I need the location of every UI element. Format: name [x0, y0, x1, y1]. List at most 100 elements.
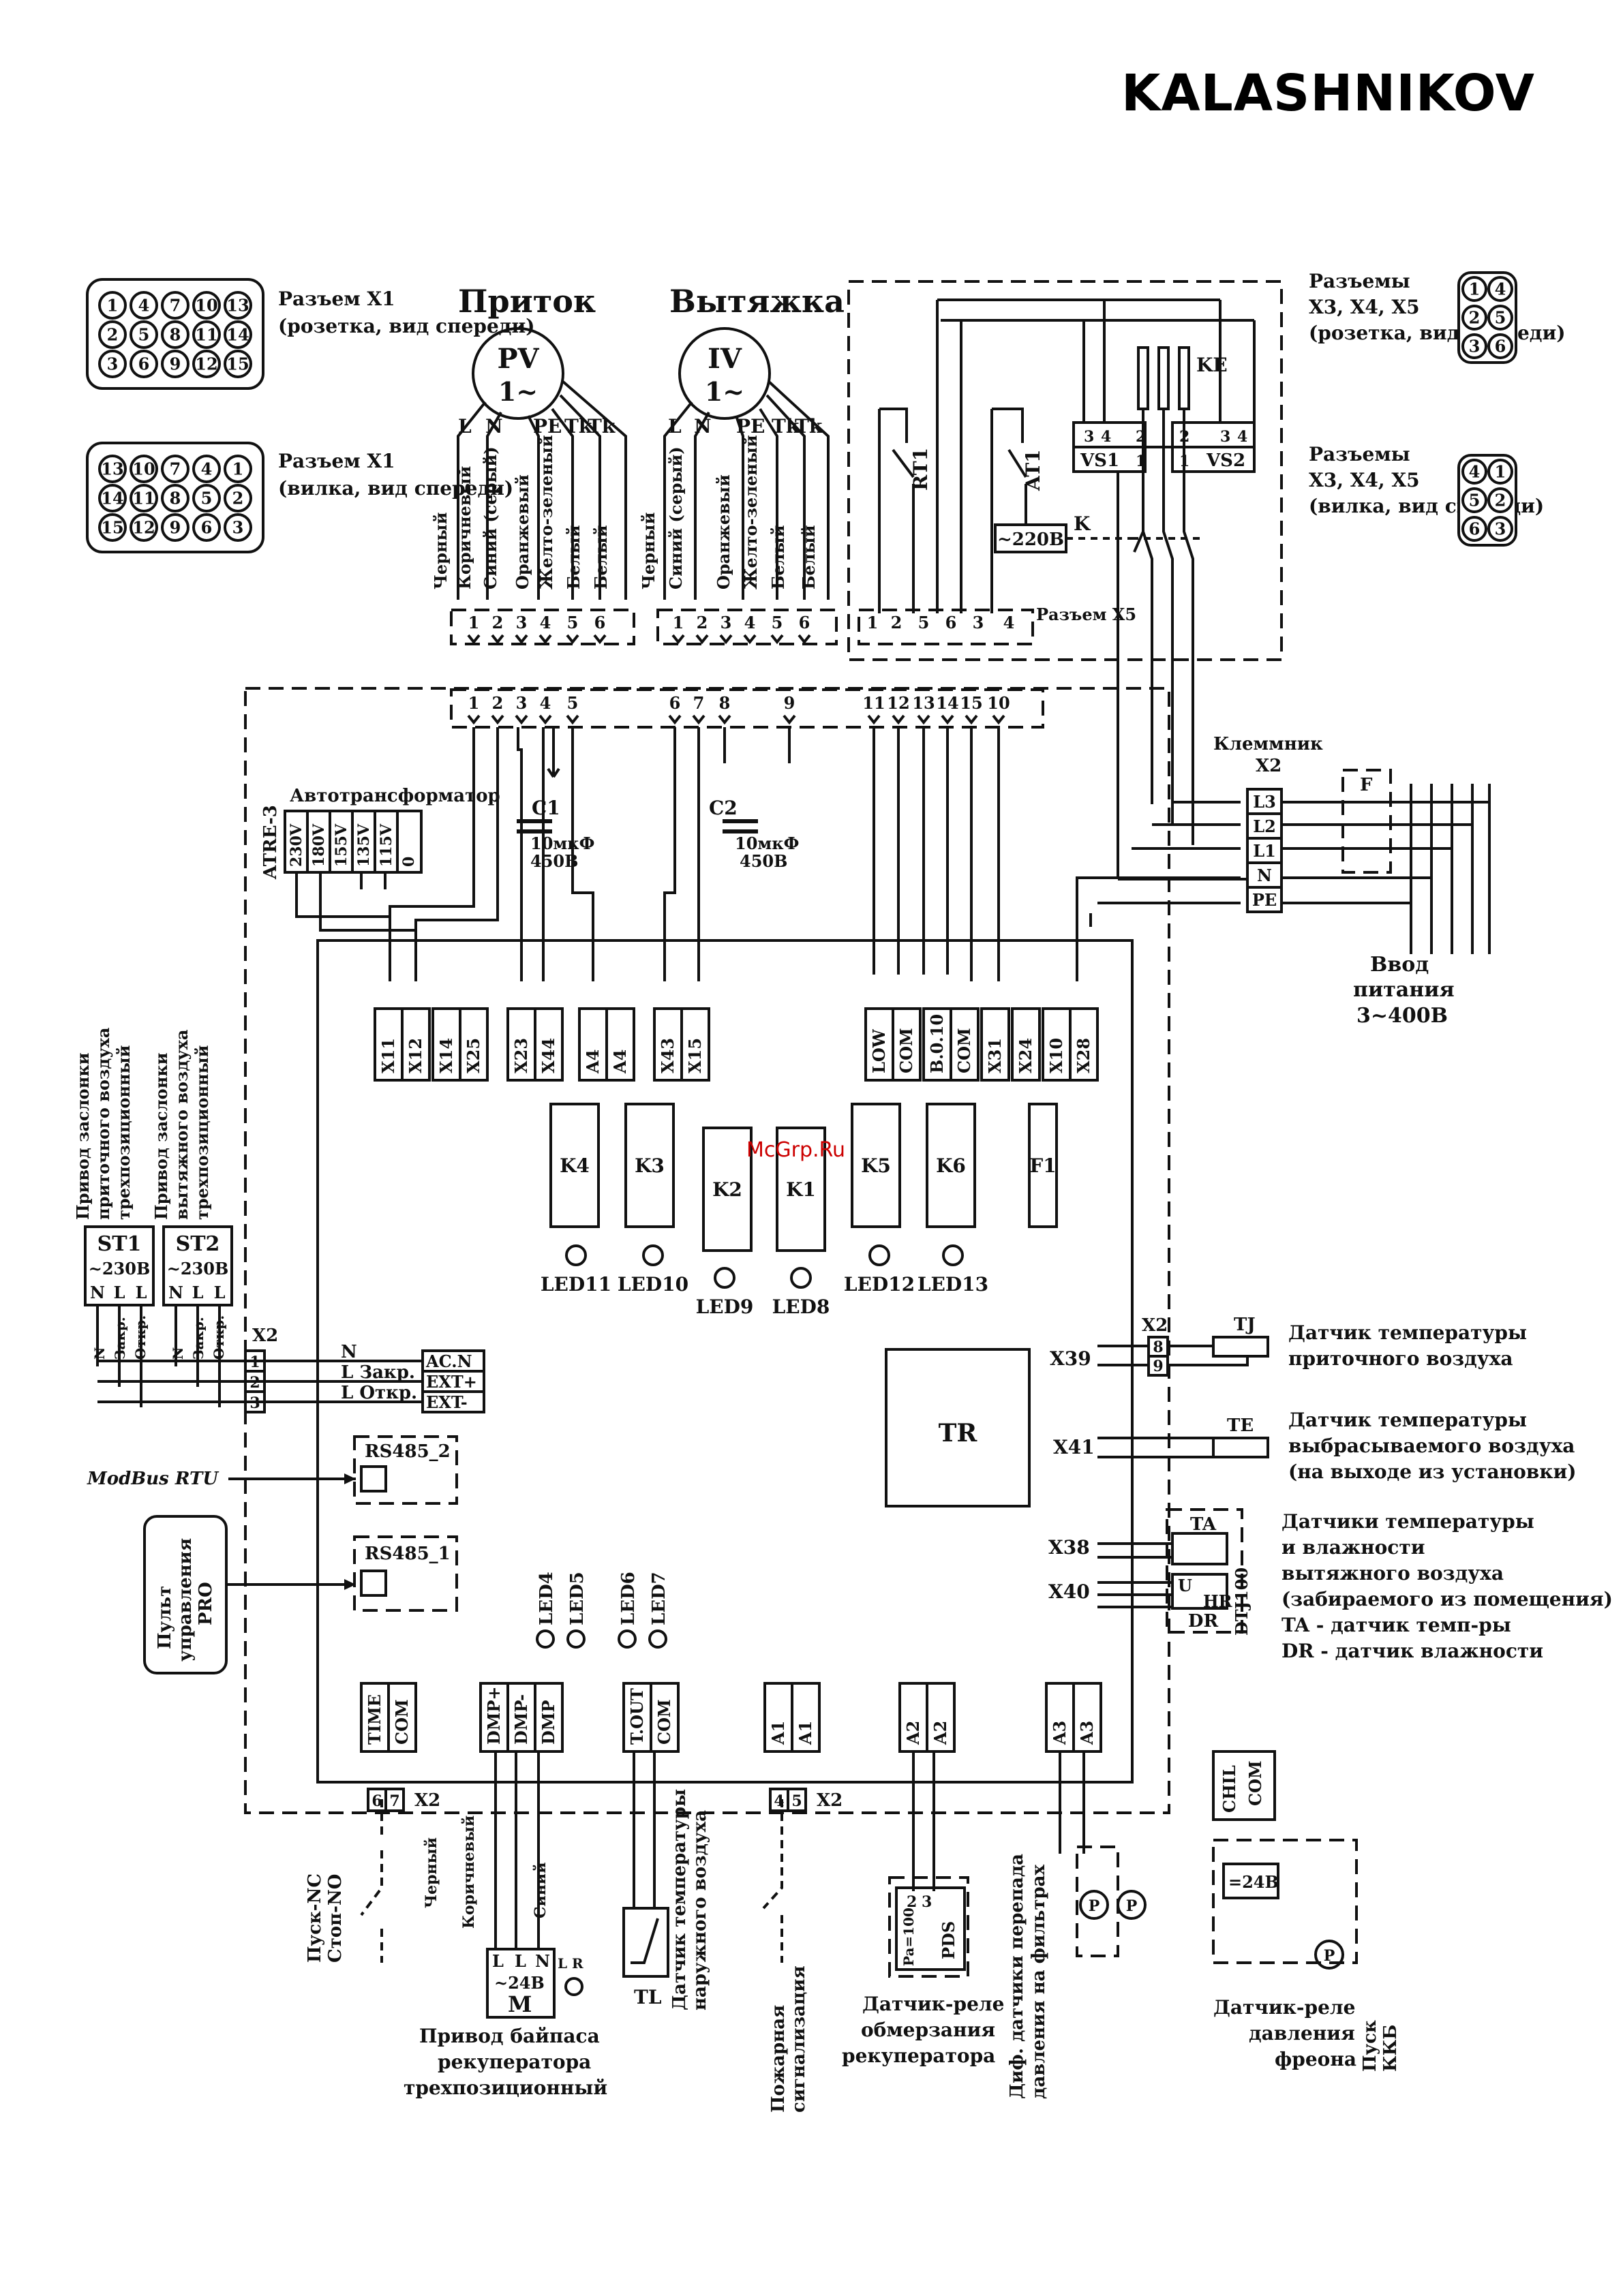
u-label: U — [1178, 1576, 1192, 1595]
bypass-actuator: Черный Коричневый Синий L L N ~24В M L R… — [404, 1751, 607, 2099]
board-bottom-cell — [898, 1682, 928, 1753]
fan-exhaust-terminal: N — [694, 415, 712, 438]
vs1-pin4: 4 — [1101, 428, 1111, 446]
filter-p2: P — [1126, 1897, 1138, 1915]
main-connector-pin: 13 — [912, 693, 935, 713]
board-terminal-label: X12 — [406, 1038, 425, 1073]
bypass-pin-1: L — [492, 1951, 504, 1971]
outdoor-sensor-desc-2: наружного воздуха — [690, 1810, 710, 2010]
terminal-block-title: Клеммник — [1213, 734, 1323, 754]
x345-plug-pin-circle — [1461, 516, 1487, 542]
c2-voltage: 450В — [740, 851, 787, 871]
x345-socket-pin-circle — [1461, 305, 1487, 331]
board-terminal-label: X25 — [464, 1038, 483, 1073]
x1-socket-pin: 9 — [170, 354, 181, 374]
board-bottom-cell — [763, 1682, 793, 1753]
x1-socket-pin-circle — [161, 350, 189, 378]
x5-label: Разъем X5 — [1036, 604, 1136, 624]
x1-plug-pin: 5 — [201, 489, 213, 508]
x1-socket-pin: 6 — [138, 354, 150, 374]
x2-bottom-pin: 6 — [371, 1792, 382, 1810]
relay-enclosure — [847, 280, 1283, 661]
dtj-desc: (забираемого из помещения) — [1281, 1588, 1613, 1610]
board-terminal-label: X23 — [511, 1038, 531, 1073]
bypass-desc-3: трехпозиционный — [404, 2077, 607, 2099]
fan-connector-pin: 3 — [721, 613, 732, 632]
x1-plug-pin-circle — [161, 513, 189, 542]
led-label: LED9 — [696, 1296, 754, 1318]
relay-label: F1 — [1029, 1154, 1056, 1177]
x345-socket-pin: 1 — [1469, 279, 1481, 299]
damper-voltage: ~230В — [167, 1259, 229, 1279]
chiller-start-1: Пуск — [1360, 2020, 1380, 2072]
terminal-block-cell — [1246, 861, 1283, 889]
x5-pin: 4 — [1003, 613, 1015, 632]
x345-plug-pin-circle — [1461, 459, 1487, 485]
x1-plug-pin: 7 — [170, 459, 181, 479]
fan-supply-motor: PV — [497, 343, 539, 375]
board-bottom-cell — [506, 1682, 536, 1753]
bypass-pin-2: L — [515, 1951, 526, 1971]
x2-bottom-pin: 5 — [791, 1792, 802, 1810]
fan-connector-pin: 2 — [697, 613, 708, 632]
board-terminal-label: X11 — [378, 1038, 398, 1073]
fan-connector-pin: 3 — [516, 613, 528, 632]
tj-wire — [1097, 1345, 1249, 1366]
vs2-pin4: 4 — [1237, 428, 1247, 446]
dtj-desc: TA - датчик темп-ры — [1281, 1614, 1511, 1636]
tj-desc: Датчик температуры — [1288, 1321, 1527, 1344]
fan-exhaust-wire-color: Белый — [768, 525, 788, 590]
autotransformer-title: Автотрансформатор — [290, 786, 500, 806]
board-terminal-cell — [892, 1007, 922, 1082]
x2-right-name: X2 — [1142, 1315, 1168, 1336]
brand-logo: KALASHNIKOV — [1121, 64, 1535, 123]
fan-connector-pin: 2 — [492, 613, 504, 632]
x345-socket-pin-circle — [1487, 333, 1513, 359]
board-terminal-cell — [1069, 1007, 1099, 1082]
board-terminal-label: X44 — [539, 1038, 558, 1073]
x1-plug-pin-circle — [224, 484, 252, 512]
x1-socket-pin-circle — [224, 350, 252, 378]
x1-plug-pin: 1 — [232, 459, 244, 479]
dtj-desc: DR - датчик влажности — [1281, 1640, 1543, 1662]
board-ext-label: AC.N — [425, 1351, 472, 1371]
x2-left-name: X2 — [252, 1326, 278, 1346]
main-connector-pin: 12 — [887, 693, 909, 713]
board-bottom-cell — [622, 1682, 652, 1753]
x345-plug-title: Разъемы — [1309, 443, 1410, 465]
te-desc: (на выходе из установки) — [1288, 1460, 1576, 1483]
board-terminal-label: COM — [896, 1028, 916, 1073]
dtj100-label: DTJ100 — [1232, 1567, 1252, 1636]
stop-no: Стоп-NO — [325, 1874, 346, 1963]
x1-plug-pin: 8 — [170, 489, 181, 508]
pin-chevron — [719, 634, 733, 645]
x1-plug-pin: 6 — [201, 518, 213, 538]
ta-sensor — [1171, 1532, 1228, 1565]
x1-plug-pin-circle — [98, 513, 127, 542]
main-connector-pin: 14 — [936, 693, 958, 713]
x1-socket-pin: 15 — [226, 354, 249, 374]
outdoor-temp-sensor: TL Датчик температуры наружного воздуха — [622, 1751, 710, 2010]
autotransformer-tap: 180V — [310, 823, 328, 867]
x2-right-pin: 8 — [1153, 1338, 1163, 1356]
supply-220-label: ~220В — [997, 530, 1064, 550]
chiller-start-2: ККБ — [1380, 2024, 1401, 2072]
board-bottom-label: A2 — [930, 1721, 950, 1745]
board-terminal-cell — [401, 1007, 431, 1082]
x345-socket-pin-circle — [1487, 276, 1513, 302]
power-input-line1: Ввод — [1370, 953, 1429, 977]
damper-pin: L — [114, 1283, 125, 1302]
x345-plug-pin: 1 — [1495, 462, 1506, 482]
relay-at1: AT1 ~220В K — [990, 408, 1200, 613]
fan-supply-wire-color: Белый — [564, 525, 583, 590]
start-nc: Пуск-NC — [305, 1873, 325, 1963]
x1-socket-pin-circle — [192, 320, 221, 349]
pin-chevron — [743, 634, 757, 645]
led-label: LED12 — [844, 1273, 915, 1296]
board-ext-label: EXT- — [426, 1392, 468, 1412]
damper-voltage: ~230В — [89, 1259, 151, 1279]
ke-label: KE — [1196, 354, 1228, 376]
x1-plug-pin-circle — [130, 455, 158, 483]
pin-chevron — [668, 714, 682, 725]
